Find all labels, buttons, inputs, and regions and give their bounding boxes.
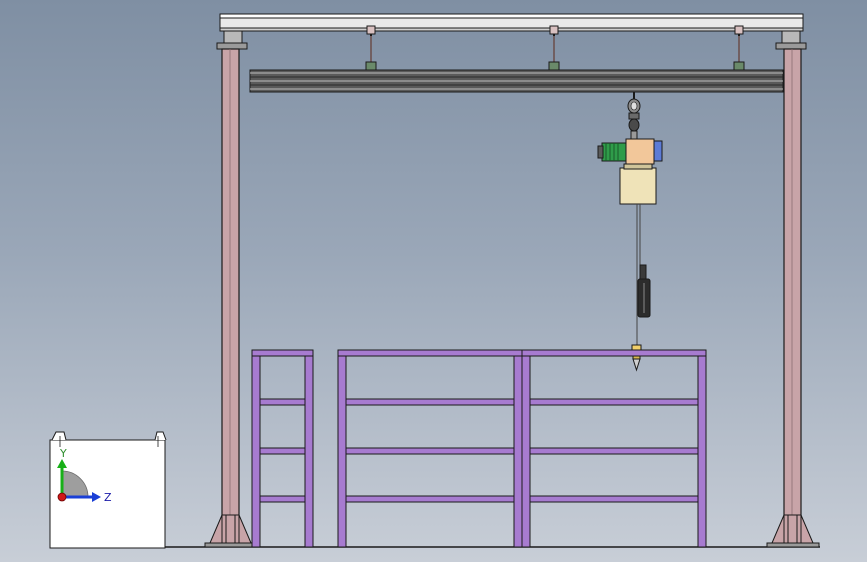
top-i-beam[interactable] [219, 13, 804, 32]
electric-hoist[interactable] [597, 92, 663, 372]
hanger-rod-3 [733, 25, 745, 71]
left-column[interactable] [221, 48, 240, 520]
storage-rack-2[interactable] [337, 349, 523, 548]
hoist-trolley-hook [627, 92, 641, 140]
hoist-motor [597, 142, 627, 162]
hoist-pendant-controller[interactable] [637, 264, 651, 318]
orientation-triad[interactable]: Y Z [49, 431, 167, 549]
storage-rack-3[interactable] [521, 349, 707, 548]
hanger-rod-1 [365, 25, 377, 71]
crane-track-rail[interactable] [249, 69, 784, 93]
left-column-base [204, 514, 258, 548]
right-column[interactable] [783, 48, 802, 520]
column-cap-right [775, 30, 807, 50]
hoist-load-hook[interactable] [631, 344, 642, 372]
hoist-end-cap [653, 140, 663, 162]
triad-z-label: Z [104, 491, 112, 504]
column-cap-left [216, 30, 248, 50]
right-column-base [766, 514, 820, 548]
view-cube-top-edge [51, 431, 167, 441]
storage-rack-1[interactable] [251, 349, 314, 548]
hoist-gearbox [625, 138, 655, 165]
triad-origin-icon [57, 492, 67, 502]
triad-y-label: Y [59, 447, 67, 460]
hanger-rod-2 [548, 25, 560, 71]
triad-y-arrow-icon [57, 459, 67, 468]
hoist-drum-housing [619, 167, 657, 205]
triad-z-arrow-icon [92, 492, 101, 502]
